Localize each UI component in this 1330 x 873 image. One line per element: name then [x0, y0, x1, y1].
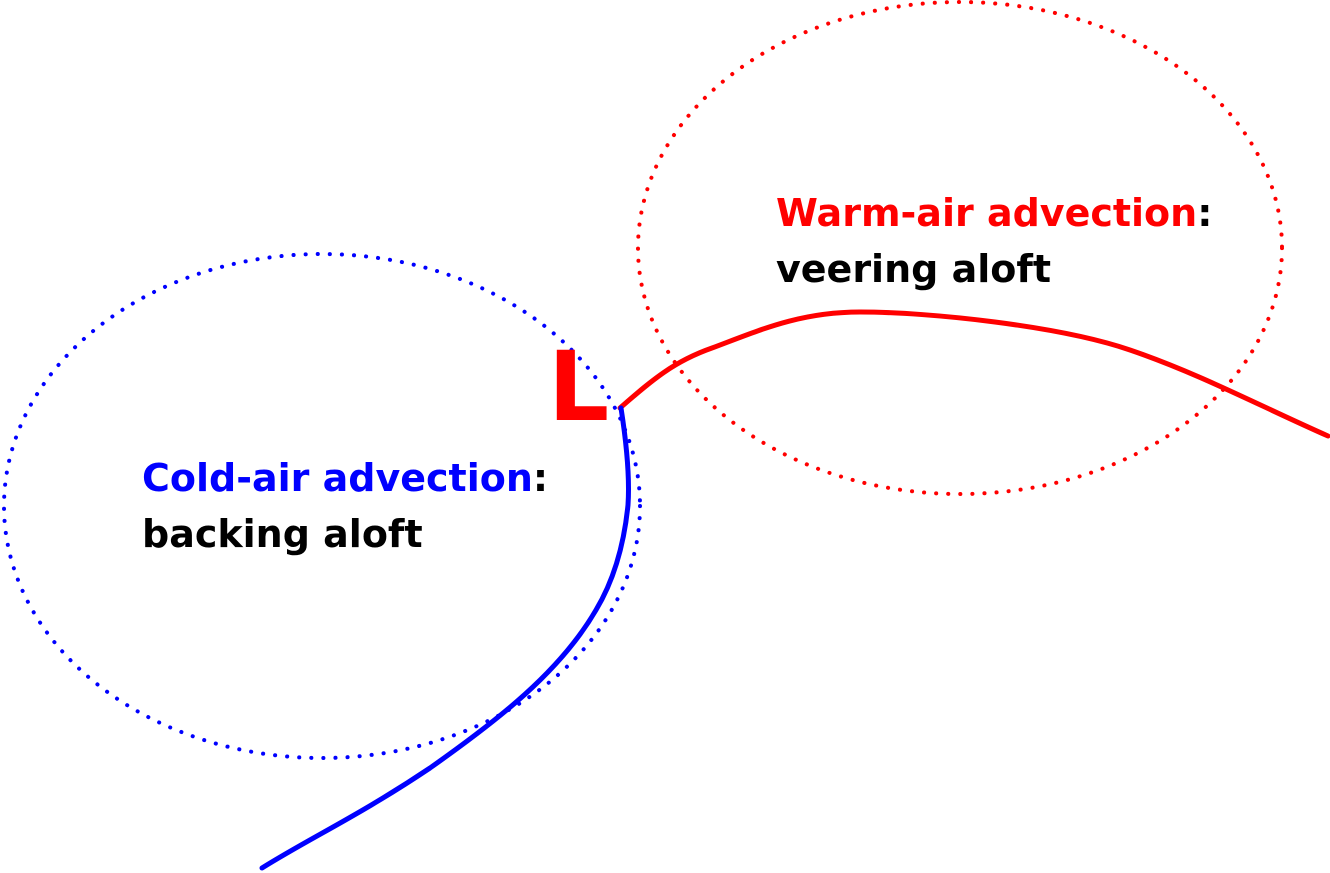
warm-advection-colon: :	[1197, 191, 1212, 235]
warm-advection-region	[636, 0, 1284, 496]
low-pressure-symbol: L	[548, 331, 609, 443]
cold-advection-label: Cold-air advection:	[142, 456, 548, 500]
warm-advection-label: Warm-air advection:	[776, 191, 1212, 235]
cold-advection-subtitle: backing aloft	[142, 512, 423, 556]
warm-advection-title: Warm-air advection	[776, 191, 1197, 235]
cold-front-line	[259, 405, 632, 871]
warm-advection-subtitle: veering aloft	[776, 247, 1051, 291]
warm-front-line	[617, 309, 1330, 439]
cold-advection-region	[2, 252, 642, 760]
cold-advection-title: Cold-air advection	[142, 456, 533, 500]
cold-advection-colon: :	[533, 456, 548, 500]
